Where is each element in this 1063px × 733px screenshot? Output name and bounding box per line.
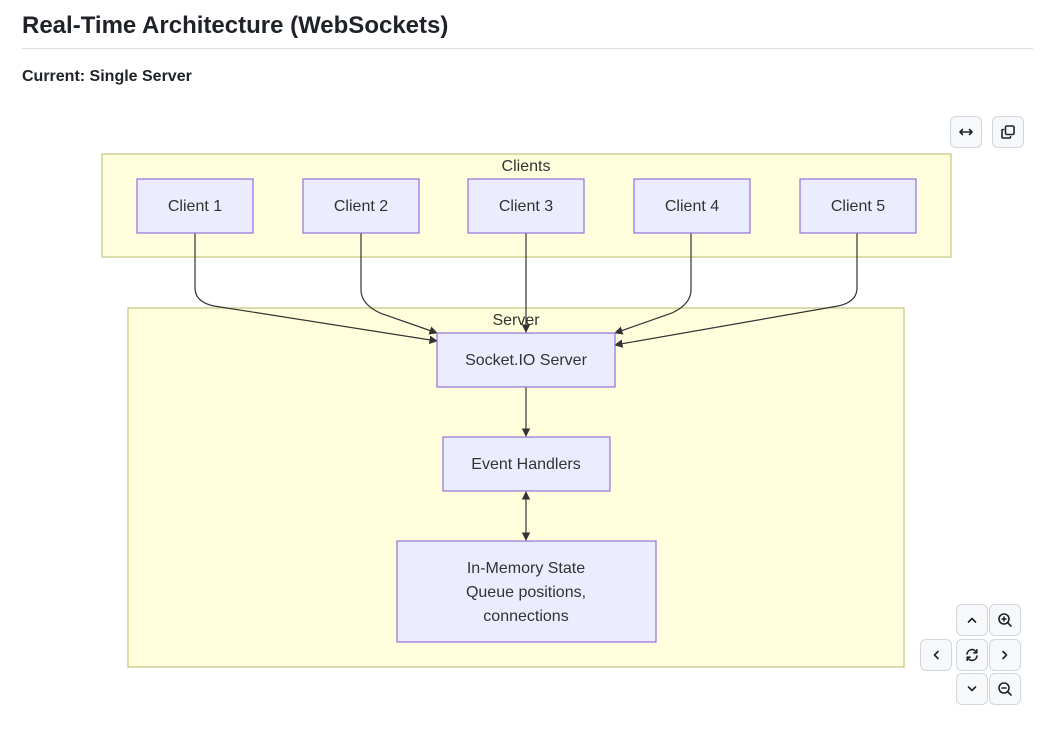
node-client-2-label: Client 2 (334, 198, 388, 215)
node-socket-server: Socket.IO Server (436, 332, 616, 388)
node-state-line-3: connections (483, 608, 568, 625)
edge-client4-socket (614, 233, 692, 335)
node-client-4-label: Client 4 (665, 198, 719, 215)
chevron-up-icon (967, 617, 977, 623)
reset-icon (966, 648, 978, 662)
reset-view-button[interactable] (956, 639, 988, 671)
edge-client5-socket (614, 233, 858, 348)
expand-horizontal-icon (959, 128, 973, 136)
node-client-1: Client 1 (136, 178, 254, 234)
node-client-1-label: Client 1 (168, 198, 222, 215)
node-state-line-1: In-Memory State (467, 560, 585, 577)
node-client-4: Client 4 (633, 178, 751, 234)
pan-down-button[interactable] (956, 673, 988, 705)
edge-client2-socket (360, 233, 438, 335)
node-client-5: Client 5 (799, 178, 917, 234)
node-in-memory-state: In-Memory State Queue positions, connect… (396, 540, 657, 643)
node-state-line-2: Queue positions, (466, 584, 586, 601)
page-title: Real-Time Architecture (WebSockets) (22, 12, 449, 39)
expand-button[interactable] (950, 116, 982, 148)
zoom-in-icon (998, 613, 1012, 627)
section-title: Current: Single Server (22, 68, 192, 85)
node-socket-server-label: Socket.IO Server (465, 352, 587, 369)
chevron-left-icon (933, 650, 939, 660)
zoom-out-icon (998, 682, 1012, 696)
pan-up-button[interactable] (956, 604, 988, 636)
node-client-3: Client 3 (467, 178, 585, 234)
chevron-down-icon (967, 686, 977, 692)
node-client-5-label: Client 5 (831, 198, 885, 215)
chevron-right-icon (1002, 650, 1008, 660)
edge-client1-socket (194, 233, 438, 344)
pan-right-button[interactable] (989, 639, 1021, 671)
node-event-handlers: Event Handlers (442, 436, 611, 492)
node-event-handlers-label: Event Handlers (471, 456, 580, 473)
zoom-in-button[interactable] (989, 604, 1021, 636)
copy-icon (1001, 125, 1015, 139)
title-divider (22, 48, 1033, 49)
cluster-clients-label: Clients (502, 158, 551, 175)
copy-button[interactable] (992, 116, 1024, 148)
pan-left-button[interactable] (920, 639, 952, 671)
cluster-server-label: Server (492, 312, 540, 329)
zoom-out-button[interactable] (989, 673, 1021, 705)
node-client-3-label: Client 3 (499, 198, 553, 215)
node-client-2: Client 2 (302, 178, 420, 234)
